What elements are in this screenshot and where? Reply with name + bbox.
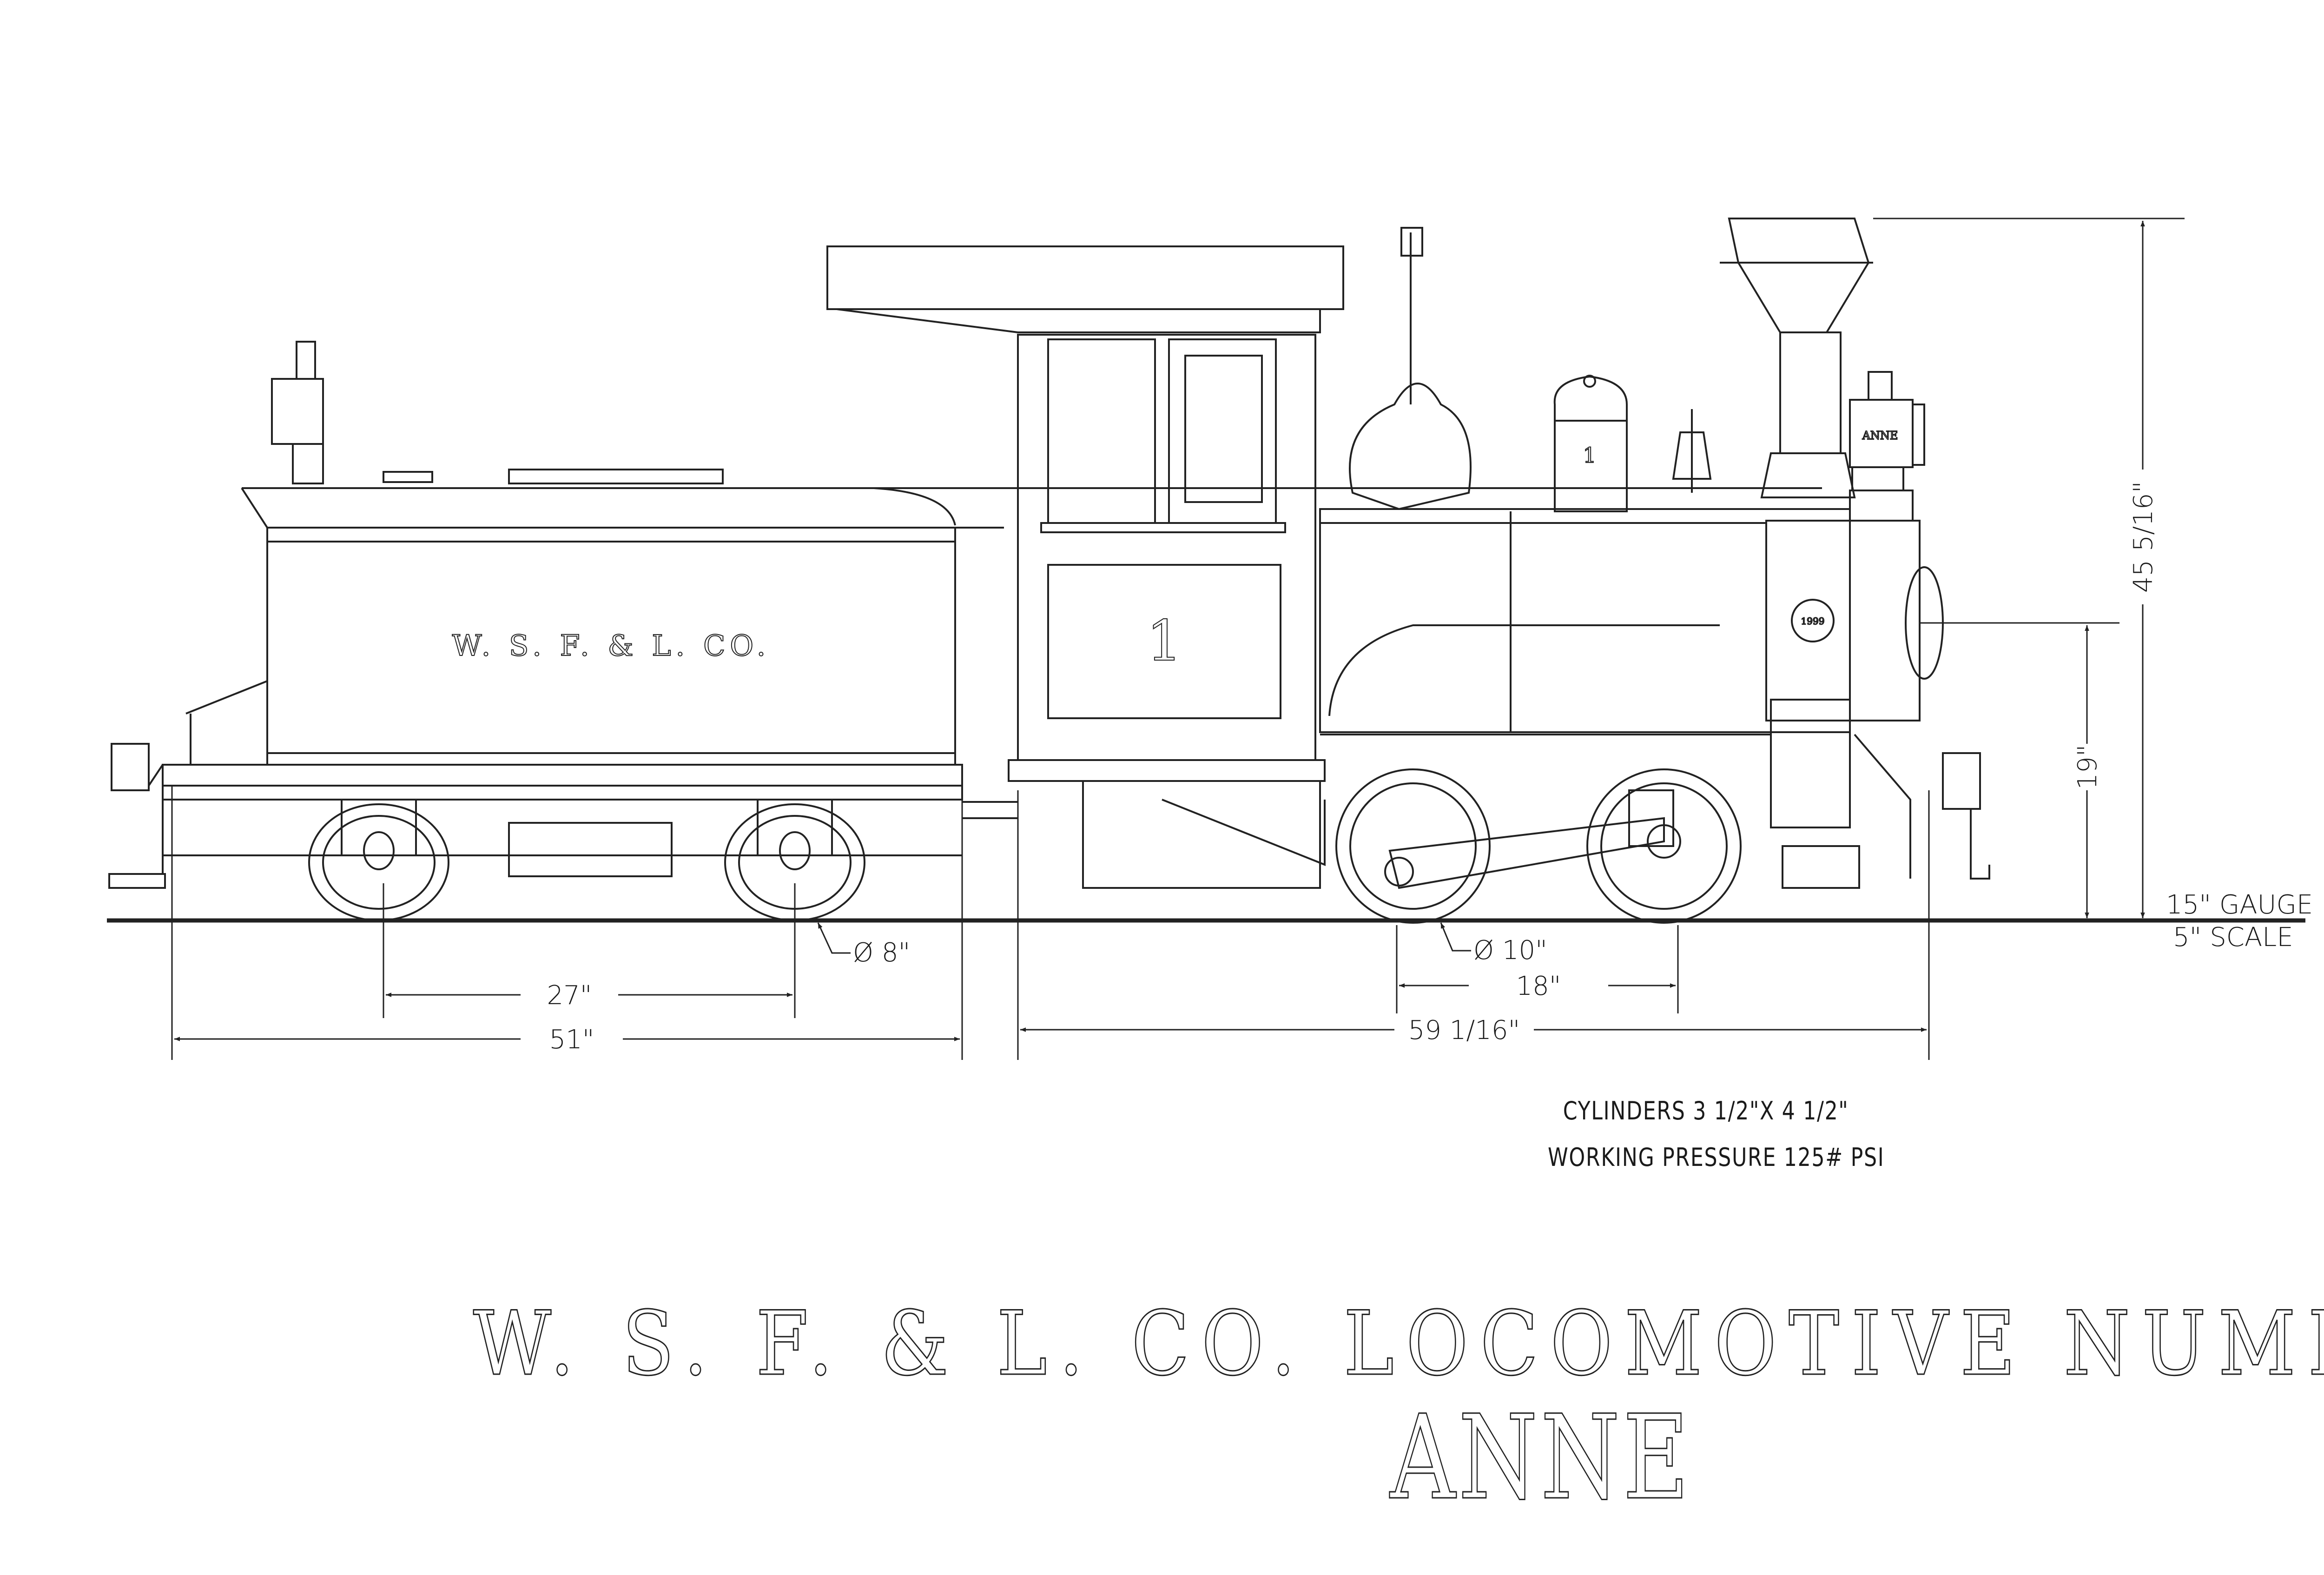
cylinders-spec: CYLINDERS 3 1/2"X 4 1/2"	[1563, 1096, 1849, 1125]
dim-tender-truck-centers: 27"	[547, 980, 592, 1011]
driver-wheel-1	[1335, 768, 1491, 924]
dim-centerline-height: 19"	[2073, 744, 2103, 789]
drawing-title: W. S. F. & L. CO. LOCOMOTIVE NUMBER 1	[0, 1292, 2324, 1396]
gauge-label: 15" GAUGE	[2166, 890, 2313, 920]
dim-tender-length: 51"	[549, 1025, 594, 1055]
dimension-lines	[171, 218, 2305, 1060]
headlight-plate: ANNE	[1862, 429, 1898, 442]
tender-side-view	[108, 341, 1822, 921]
dome-number: 1	[1583, 443, 1597, 468]
locomotive-side-view	[826, 218, 1990, 924]
cab-number: 1	[1147, 609, 1182, 674]
dim-loco-length: 59 1/16"	[1408, 1015, 1520, 1046]
spec-notes: CYLINDERS 3 1/2"X 4 1/2" WORKING PRESSUR…	[1548, 1088, 1884, 1181]
dim-driver-wheel-dia: Ø 10"	[1473, 935, 1547, 966]
dim-driver-wheelbase: 18"	[1516, 971, 1561, 1001]
locomotive-name: ANNE	[0, 1390, 2324, 1526]
locomotive-name-text: ANNE	[1389, 1390, 1692, 1526]
dim-tender-wheel-dia: Ø 8"	[853, 938, 910, 968]
tender-truck-1	[308, 799, 449, 921]
scale-label: 5" SCALE	[2173, 922, 2293, 953]
tender-lettering: W. S. F. & L. CO.	[452, 629, 771, 662]
working-pressure-spec: WORKING PRESSURE 125# PSI	[1548, 1143, 1885, 1172]
builder-plate: 1999	[1801, 615, 1825, 627]
drawing-title-text: W. S. F. & L. CO. LOCOMOTIVE NUMBER 1	[472, 1292, 2324, 1396]
dim-overall-height: 45 5/16"	[2128, 481, 2159, 593]
driver-wheel-2	[1586, 768, 1742, 924]
